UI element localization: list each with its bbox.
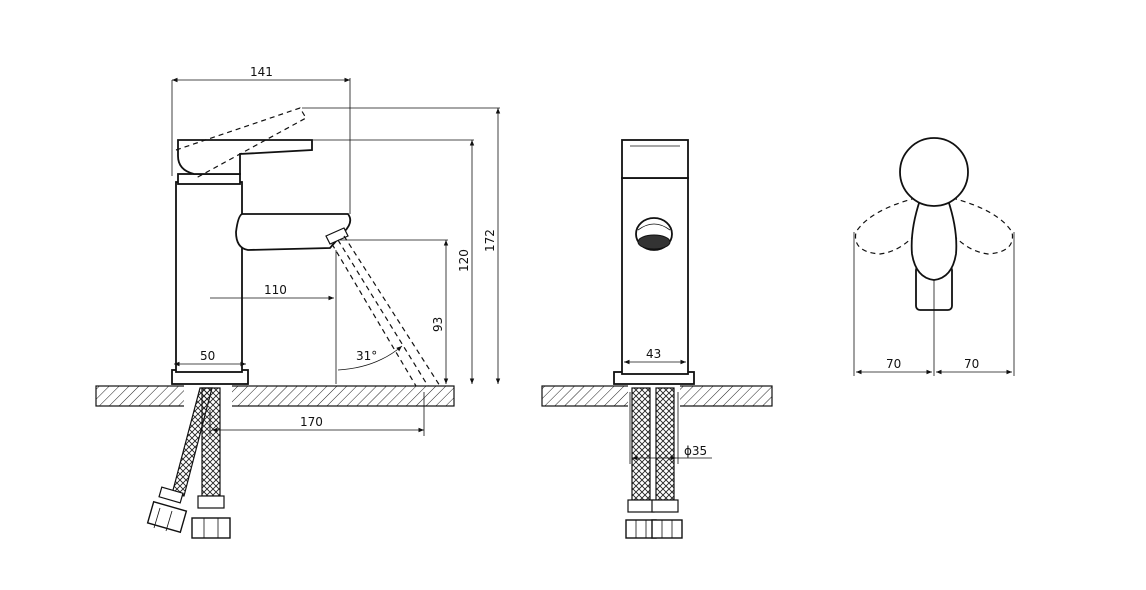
dim-height-172: 172 xyxy=(483,229,497,252)
spout-side xyxy=(235,213,352,251)
side-view: 141 172 120 93 110 50 31° 170 xyxy=(95,65,501,539)
dim-reach-110: 110 xyxy=(264,283,287,297)
hoses-front xyxy=(625,387,683,539)
handle-raised-dashed xyxy=(175,107,307,179)
top-view: 70 70 xyxy=(853,137,1015,376)
handle-side xyxy=(177,139,313,175)
handle-swing-left-dashed xyxy=(854,197,935,255)
dim-swing-right-70: 70 xyxy=(964,357,979,371)
body-top xyxy=(899,137,969,207)
dim-pipe-d35: ϕ35 xyxy=(684,444,707,458)
countertop-side xyxy=(95,385,455,407)
hose-right-side xyxy=(191,387,231,539)
dim-swing-left-70: 70 xyxy=(886,357,901,371)
dim-base-50: 50 xyxy=(200,349,215,363)
dim-front-43: 43 xyxy=(646,347,661,361)
faucet-body-side xyxy=(175,181,243,373)
dim-angle-31: 31° xyxy=(356,349,377,363)
dim-height-120: 120 xyxy=(457,249,471,272)
dim-width-141: 141 xyxy=(250,65,273,79)
handle-swing-right-dashed xyxy=(933,197,1014,255)
front-view: 43 ϕ35 xyxy=(541,139,773,539)
handle-top xyxy=(910,199,958,281)
dim-height-93: 93 xyxy=(431,317,445,332)
faucet-body-front xyxy=(621,177,689,375)
dim-spray-170: 170 xyxy=(300,415,323,429)
